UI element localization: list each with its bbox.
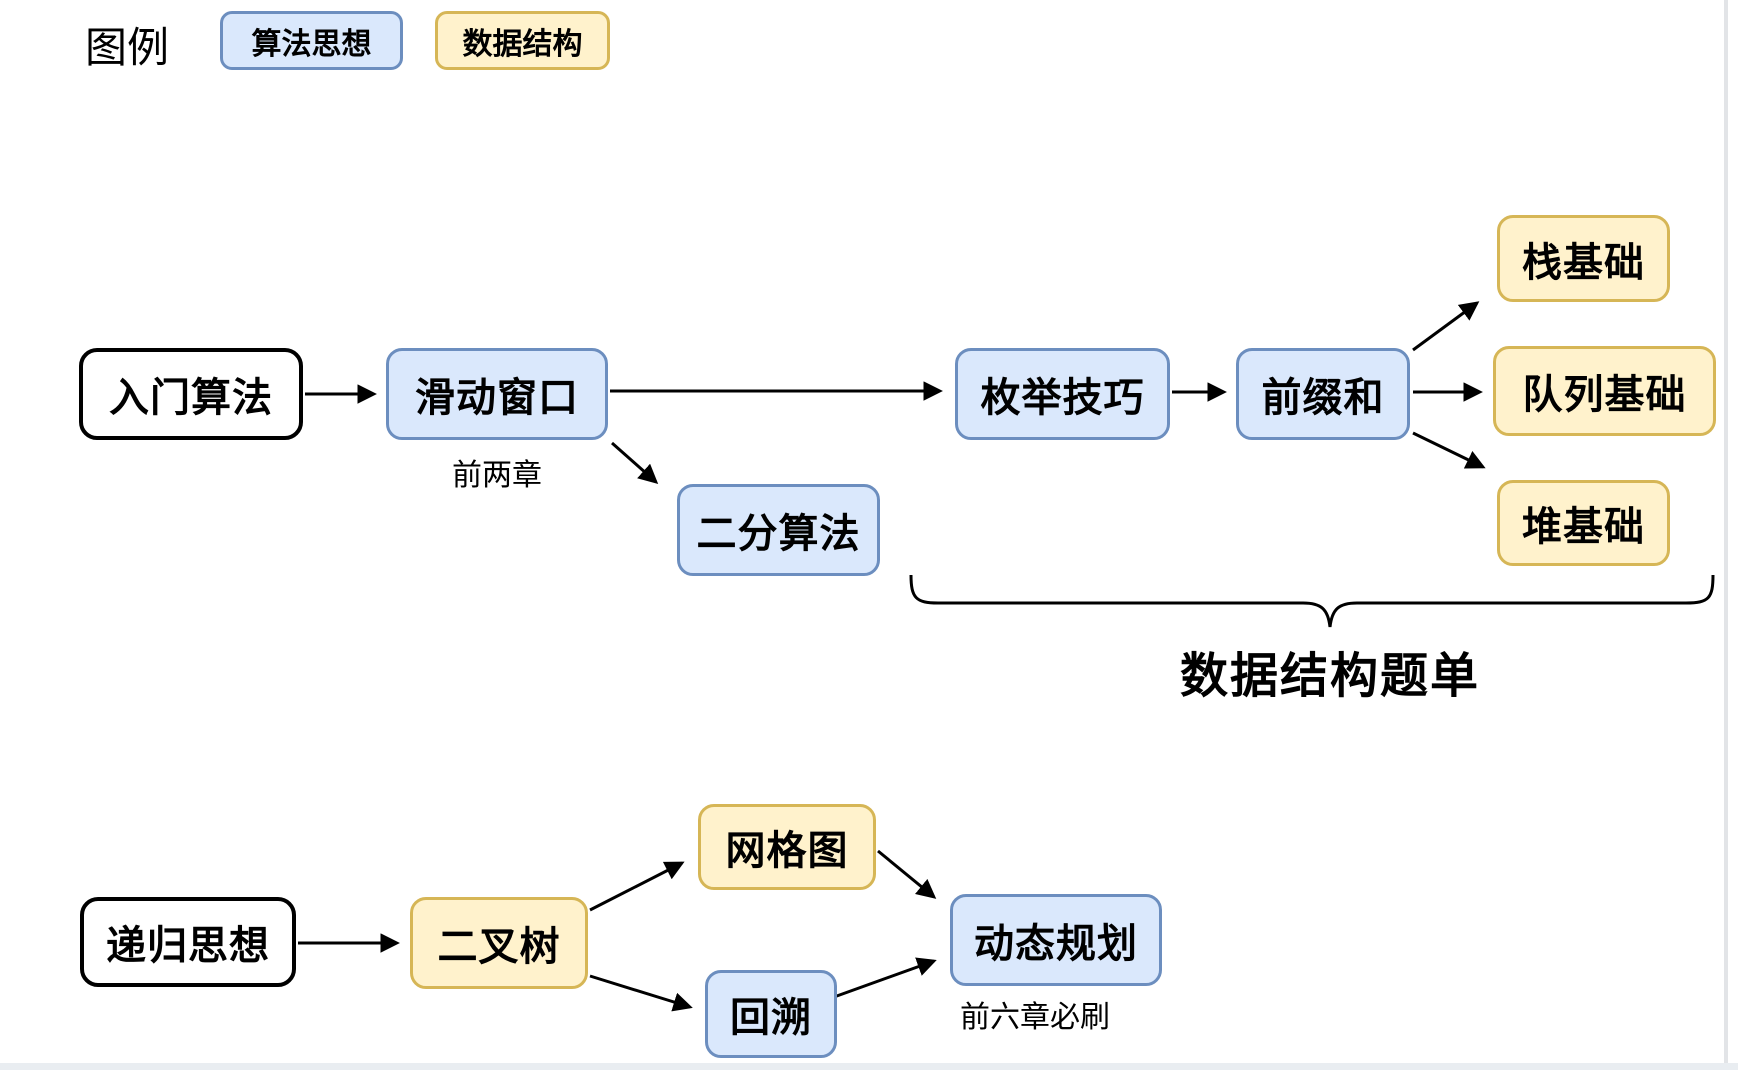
note-sliding-window: 前两章 [452,459,542,492]
note-dynamic-programming: 前六章必刷 [960,1001,1110,1034]
legend-title: 图例 [85,24,170,71]
node-recursion: 递归思想 [80,897,296,987]
edge-prefix-sum-to-stack-basics [1412,301,1480,352]
canvas-right-border [1724,0,1728,1070]
edge-binary-tree-to-backtracking [589,974,693,1012]
node-backtracking: 回溯 [705,970,837,1058]
edge-grid-graph-to-dynamic-programming [877,849,937,899]
node-intro-algorithms: 入门算法 [79,348,303,440]
canvas-bottom-border [0,1063,1738,1070]
node-binary-tree: 二叉树 [410,897,588,989]
node-heap-basics: 堆基础 [1497,480,1670,566]
node-prefix-sum: 前缀和 [1236,348,1410,440]
node-dynamic-programming: 动态规划 [950,894,1162,986]
legend-chip-algorithm: 算法思想 [220,11,403,70]
edge-backtracking-to-dynamic-programming [833,957,937,999]
edge-sliding-window-to-binary-search [611,441,659,484]
node-enumeration: 枚举技巧 [955,348,1170,440]
edge-binary-tree-to-grid-graph [589,861,685,912]
brace-data-structure-group [909,574,1715,628]
node-binary-search: 二分算法 [677,484,880,576]
edge-prefix-sum-to-heap-basics [1412,431,1486,469]
node-sliding-window: 滑动窗口 [386,348,608,440]
node-stack-basics: 栈基础 [1497,215,1670,302]
label-data-structure-problem-list: 数据结构题单 [1179,650,1480,703]
node-grid-graph: 网格图 [698,804,876,890]
legend-chip-data-structure: 数据结构 [435,11,610,70]
node-queue-basics: 队列基础 [1493,346,1716,436]
